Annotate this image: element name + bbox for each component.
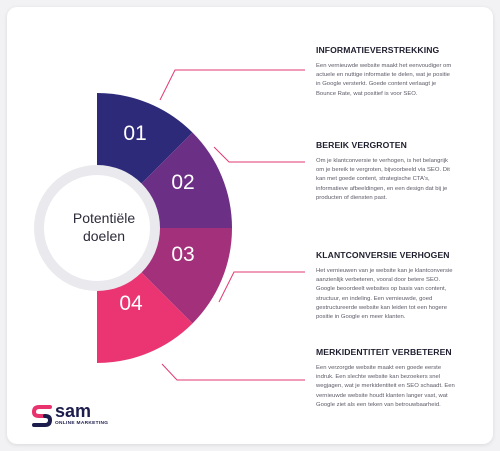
goal-text-1-line: Een vernieuwde website maakt het eenvoud… bbox=[316, 63, 452, 69]
connector-line-4 bbox=[161, 363, 305, 381]
center-circle bbox=[44, 175, 150, 281]
goal-title-4: MERKIDENTITEIT VERBETEREN bbox=[316, 347, 452, 357]
goal-text-1-line: in Google versterkt. Goede content verla… bbox=[316, 81, 437, 88]
goal-text-3-line: positie in Google en meer klanten. bbox=[316, 314, 406, 321]
sam-logo-icon bbox=[31, 405, 53, 427]
goal-text-4: Een verzorgde website maakt een goede ee… bbox=[316, 364, 493, 410]
goal-block-2: BEREIK VERGROTEN Om je klantconversie te… bbox=[316, 140, 493, 203]
goal-text-2-line: Om je klantconversie te verhogen, is het… bbox=[316, 158, 448, 164]
infographic-card: 01 02 03 04 Potentiële doelen INFORMATIEVER… bbox=[7, 7, 493, 444]
goal-text-3-line: structuur, en indeling. Een vernieuwde, … bbox=[316, 295, 433, 302]
goal-block-3: KLANTCONVERSIE VERHOGEN Het vernieuwen v… bbox=[316, 250, 493, 322]
goal-text-1-line: actuele en nuttige informatie te delen, … bbox=[316, 72, 450, 79]
logo-name: sam bbox=[55, 401, 92, 421]
goal-block-4: MERKIDENTITEIT VERBETEREN Een verzorgde … bbox=[316, 347, 493, 410]
goals-diagram: 01 02 03 04 bbox=[34, 69, 305, 381]
goal-title-2: BEREIK VERGROTEN bbox=[316, 140, 407, 150]
goal-text-4-line: indruk. Een slechte website kan bezoeker… bbox=[316, 374, 441, 381]
goal-text-3: Het vernieuwen van je website kan je kla… bbox=[316, 267, 493, 322]
goal-text-2: Om je klantconversie te verhogen, is het… bbox=[316, 157, 493, 203]
goal-title-1: INFORMATIEVERSTREKKING bbox=[316, 45, 440, 55]
center-label-line-2: doelen bbox=[82, 228, 126, 244]
center-label: Potentiële doelen bbox=[51, 209, 157, 245]
logo-tagline: ONLINE MARKETING bbox=[55, 421, 109, 426]
goal-text-3-line: gestructureerde website kan leiden tot e… bbox=[316, 304, 447, 311]
goal-text-1: Een vernieuwde website maakt het eenvoud… bbox=[316, 62, 493, 99]
goal-text-3-line: Het vernieuwen van je website kan je kla… bbox=[316, 268, 453, 274]
segment-number-4: 04 bbox=[119, 292, 143, 315]
goal-block-1: INFORMATIEVERSTREKKING Een vernieuwde we… bbox=[316, 45, 493, 99]
goal-text-2-line: kan met goede content, strategische CTA'… bbox=[316, 176, 430, 183]
goal-title-3: KLANTCONVERSIE VERHOGEN bbox=[316, 250, 450, 260]
goal-text-2-line: informatieve afbeeldingen, en een design… bbox=[316, 185, 448, 192]
segment-number-3: 03 bbox=[171, 243, 194, 266]
connector-line-3 bbox=[218, 271, 305, 303]
center-label-line-1: Potentiële bbox=[72, 210, 136, 226]
connector-line-2 bbox=[213, 146, 305, 163]
goal-text-4-line: wegjagen, wat je merkidentiteit en SEO s… bbox=[316, 383, 455, 390]
connector-line-1 bbox=[159, 69, 305, 101]
connector-group bbox=[159, 69, 305, 381]
goal-text-3-line: Google beoordeelt websites op basis van … bbox=[316, 286, 447, 293]
goal-text-4-line: Google ziet als een teken van betrouwbaa… bbox=[316, 401, 441, 408]
goal-text-3-line: aanzienlijk verbeteren, vooral door bete… bbox=[316, 277, 441, 284]
goal-text-1-line: Bounce Rate, wat positief is voor SEO. bbox=[316, 90, 418, 97]
segment-number-1: 01 bbox=[123, 122, 146, 145]
goal-text-2-line: om je bereik te vergroten, bijvoorbeeld … bbox=[316, 167, 450, 174]
segment-number-2: 02 bbox=[171, 171, 194, 194]
goal-text-2-line: producten of diensten past. bbox=[316, 194, 388, 201]
goal-text-4-line: vernieuwde website houdt klanten langer … bbox=[316, 392, 448, 399]
goal-text-4-line: Een verzorgde website maakt een goede ee… bbox=[316, 365, 442, 371]
